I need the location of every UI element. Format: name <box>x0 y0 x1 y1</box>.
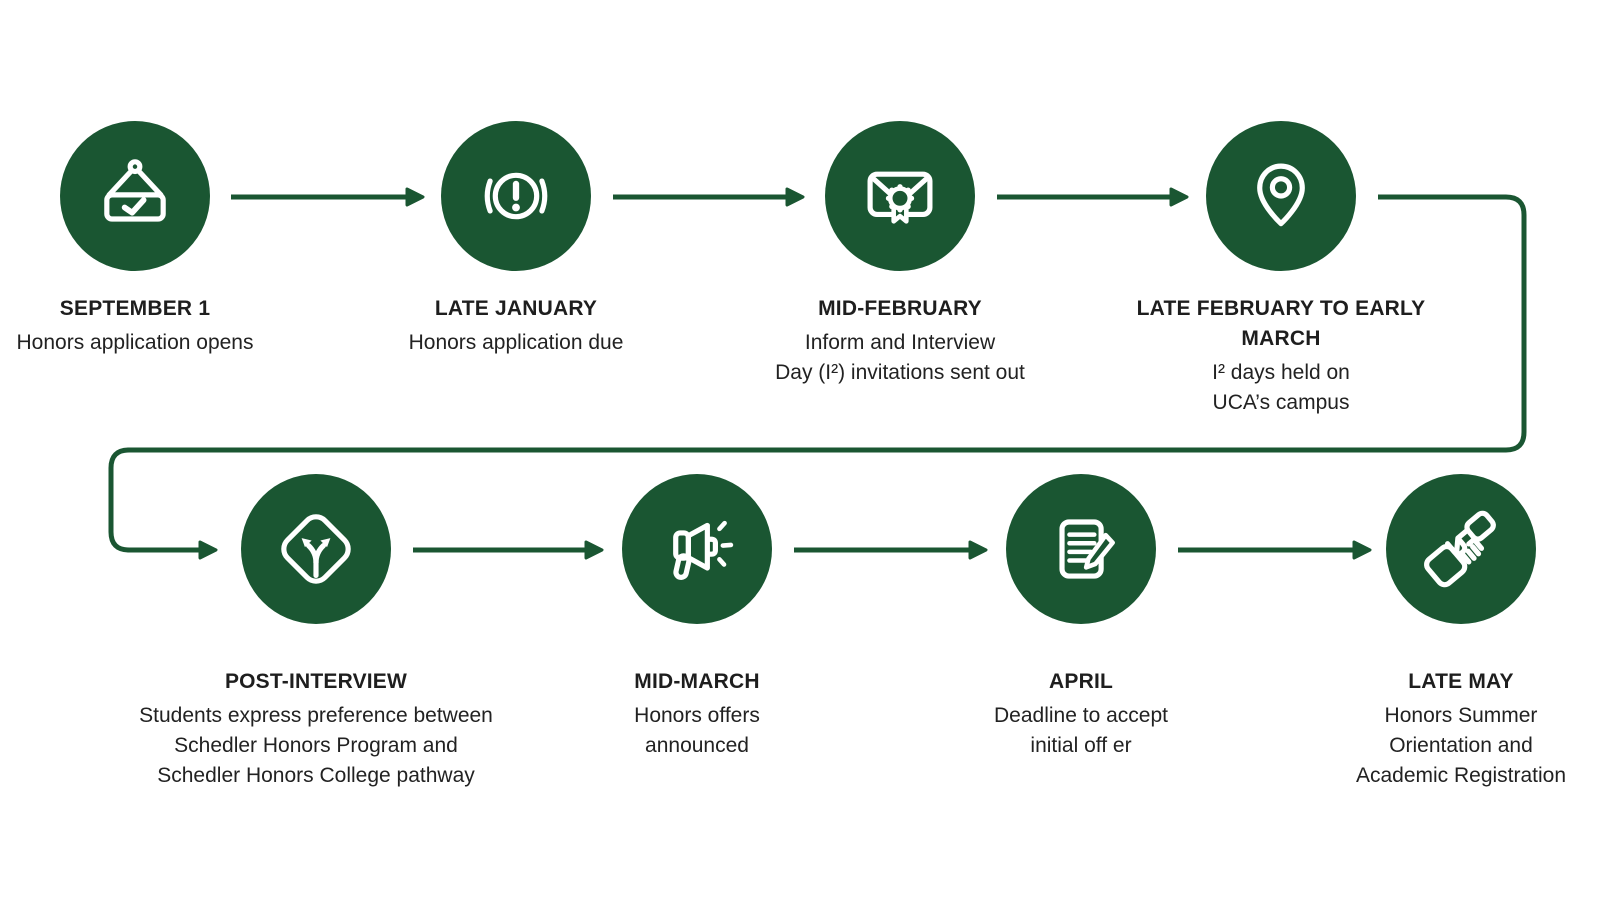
timeline-node-label: LATE MAY Honors Summer Orientation and A… <box>1251 667 1600 791</box>
timeline-node-label: APRIL Deadline to accept initial off er <box>871 667 1291 761</box>
node-title: LATE MAY <box>1251 667 1600 697</box>
node-title-line: LATE JANUARY <box>434 297 598 320</box>
timeline-node-label: POST-INTERVIEW Students express preferen… <box>106 667 526 791</box>
node-title-line: LATE FEBRUARY TO EARLY <box>1136 297 1426 320</box>
node-title: SEPTEMBER 1 <box>0 294 345 324</box>
arrow-7-head <box>1352 540 1372 560</box>
handshake-icon <box>1424 510 1496 588</box>
timeline-node-circle <box>441 121 591 271</box>
timeline-node-label: MID-FEBRUARY Inform and Interview Day (I… <box>690 294 1110 388</box>
timeline-node-circle <box>1386 474 1536 624</box>
node-description-line: UCA’s campus <box>1212 391 1350 414</box>
node-title-line: SEPTEMBER 1 <box>59 297 211 320</box>
location-pin-icon <box>1257 163 1305 227</box>
node-description: I² days held on UCA’s campus <box>1071 358 1491 418</box>
node-description-line: Academic Registration <box>1355 764 1567 787</box>
hanging-sign-check-icon <box>104 159 166 222</box>
node-description-line: Inform and Interview <box>804 331 996 354</box>
node-description-line: Honors Summer <box>1384 704 1538 727</box>
timeline-node-circle <box>622 474 772 624</box>
node-title-line: MID-FEBRUARY <box>818 297 982 320</box>
timeline-node-circle <box>1206 121 1356 271</box>
timeline-node-label: LATE FEBRUARY TO EARLY MARCH I² days hel… <box>1071 294 1491 418</box>
node-description: Inform and Interview Day (I²) invitation… <box>690 328 1110 388</box>
node-title-line: POST-INTERVIEW <box>224 670 408 693</box>
megaphone-icon <box>673 520 734 580</box>
node-description-line: Orientation and <box>1389 734 1533 757</box>
document-pencil-icon <box>1059 519 1115 579</box>
fork-path-icon <box>281 514 351 584</box>
node-title: LATE JANUARY <box>306 294 726 324</box>
node-description-line: Students express preference between <box>139 704 493 727</box>
node-description-line: Deadline to accept <box>994 704 1168 727</box>
node-description: Honors application due <box>306 328 726 358</box>
alert-icon <box>484 172 548 220</box>
node-title-line: LATE MAY <box>1408 670 1514 693</box>
node-title: POST-INTERVIEW <box>106 667 526 697</box>
node-description: Students express preference between Sche… <box>106 701 526 791</box>
node-description-line: I² days held on <box>1212 361 1350 384</box>
node-description-line: Honors application due <box>408 331 624 354</box>
node-title-line: MARCH <box>1241 327 1321 350</box>
node-description-line: Honors offers <box>634 704 760 727</box>
node-title: MID-FEBRUARY <box>690 294 1110 324</box>
node-description-line: Day (I²) invitations sent out <box>775 361 1025 384</box>
timeline-node-circle <box>241 474 391 624</box>
node-description: Honors Summer Orientation and Academic R… <box>1251 701 1600 791</box>
arrow-1-head <box>405 187 425 207</box>
arrow-2-head <box>785 187 805 207</box>
node-title: MID-MARCH <box>487 667 907 697</box>
arrow-5-head <box>584 540 604 560</box>
arrow-3-head <box>1169 187 1189 207</box>
node-title: LATE FEBRUARY TO EARLY MARCH <box>1071 294 1491 354</box>
node-title-line: MID-MARCH <box>634 670 760 693</box>
node-description: Deadline to accept initial off er <box>871 701 1291 761</box>
node-description-line: Schedler Honors College pathway <box>157 764 475 787</box>
node-description-line: Schedler Honors Program and <box>174 734 458 757</box>
timeline-node-label: SEPTEMBER 1 Honors application opens <box>0 294 345 358</box>
invitation-envelope-icon <box>867 171 933 224</box>
node-description: Honors application opens <box>0 328 345 358</box>
timeline-node-label: MID-MARCH Honors offers announced <box>487 667 907 761</box>
timeline-node-circle <box>825 121 975 271</box>
node-description-line: Honors application opens <box>16 331 254 354</box>
timeline-node-circle <box>1006 474 1156 624</box>
wrap-connector-head <box>198 540 218 560</box>
node-title-line: APRIL <box>1049 670 1113 693</box>
arrow-6-head <box>968 540 988 560</box>
node-description: Honors offers announced <box>487 701 907 761</box>
node-description-line: initial off er <box>1030 734 1132 757</box>
timeline-node-circle <box>60 121 210 271</box>
timeline-node-label: LATE JANUARY Honors application due <box>306 294 726 358</box>
node-title: APRIL <box>871 667 1291 697</box>
node-description-line: announced <box>645 734 749 757</box>
